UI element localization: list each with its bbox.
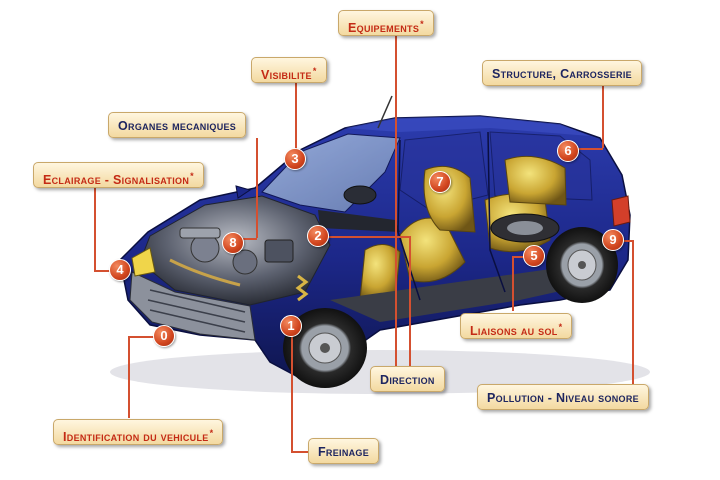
leader-line-direction-v [409,236,411,368]
leader-line-organes [256,138,258,238]
rear-wheel [546,227,618,303]
seats [359,155,567,301]
badge-2[interactable]: 2 [307,225,329,247]
label-direction[interactable]: Direction [370,366,445,392]
headlight [131,247,156,277]
leader-line-identification [128,336,130,418]
leader-line-equipements [395,36,397,372]
badge-8[interactable]: 8 [222,232,244,254]
badge-4[interactable]: 4 [109,259,131,281]
leader-line-eclairage-h [94,270,120,272]
windshield [261,133,401,213]
label-identification-text: Identification du vehicule [63,430,209,445]
leader-line-structure [602,86,604,148]
leader-line-direction [318,236,409,238]
label-structure-text: Structure, Carrosserie [492,67,632,81]
label-identification[interactable]: Identification du vehicule* [53,419,224,445]
label-organes[interactable]: Organes mecaniques [108,112,247,138]
asterisk: * [190,171,194,181]
label-liaisons[interactable]: Liaisons au sol* [460,313,573,339]
leader-line-liaisons [512,256,514,311]
badge-9[interactable]: 9 [602,229,624,251]
leader-line-structure-h [570,148,603,150]
label-liaisons-text: Liaisons au sol [470,324,558,339]
label-freinage[interactable]: Freinage [308,438,380,464]
badge-5[interactable]: 5 [523,245,545,267]
label-structure[interactable]: Structure, Carrosserie [482,60,642,86]
label-pollution[interactable]: Pollution - Niveau sonore [477,384,649,410]
label-organes-text: Organes mecaniques [118,119,237,133]
label-pollution-text: Pollution - Niveau sonore [487,391,639,405]
front-wheel [283,308,367,388]
asterisk: * [420,19,424,29]
leader-line-eclairage [94,188,96,270]
label-equipements-text: Equipements [348,21,420,36]
asterisk: * [312,66,317,76]
badge-3[interactable]: 3 [284,148,306,170]
leader-line-organes-h [236,238,257,240]
label-direction-text: Direction [380,373,435,387]
badge-1[interactable]: 1 [280,315,302,337]
label-freinage-text: Freinage [318,445,370,459]
label-eclairage-text: Eclairage - Signalisation [43,173,190,188]
badge-0[interactable]: 0 [153,325,175,347]
label-equipements[interactable]: Equipements* [338,10,434,36]
label-visibilite[interactable]: Visibilite* [251,57,327,83]
label-eclairage[interactable]: Eclairage - Signalisation* [33,162,204,188]
leader-line-freinage [291,327,293,451]
badge-7[interactable]: 7 [429,171,451,193]
leader-line-freinage-h [291,451,311,453]
asterisk: * [209,428,214,438]
leader-line-visibilite [295,83,297,159]
leader-line-identification-h [128,336,164,338]
badge-6[interactable]: 6 [557,140,579,162]
leader-line-pollution [632,240,634,385]
asterisk: * [558,322,563,332]
front-grille [129,271,256,341]
label-visibilite-text: Visibilite [261,68,312,83]
